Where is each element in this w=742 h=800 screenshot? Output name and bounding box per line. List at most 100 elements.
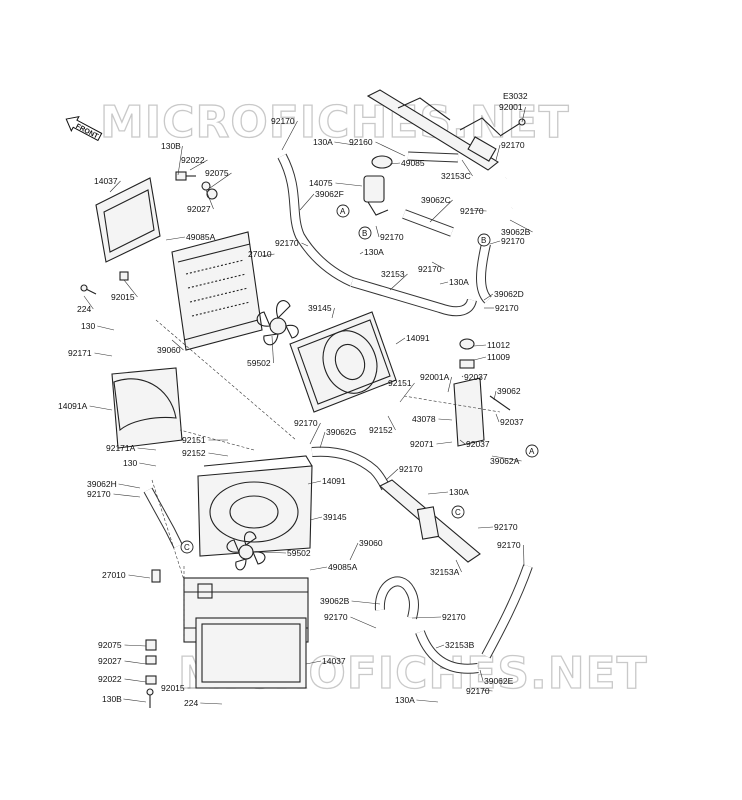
part-number-label: 49085A: [186, 232, 216, 242]
leader-line: [459, 439, 466, 445]
leader-line: [97, 325, 115, 331]
part-number-label: 14091A: [58, 401, 88, 411]
svg-text:A: A: [340, 207, 346, 216]
part-number-label: 32153C: [441, 171, 471, 181]
svg-text:C: C: [455, 508, 461, 517]
part-number-label: 39062E: [484, 676, 514, 686]
front-arrow-icon: FRONT: [65, 116, 103, 142]
part-number-label: 130A: [449, 277, 469, 287]
part-number-label: 32153A: [430, 567, 460, 577]
part-number-label: 92170: [380, 232, 404, 242]
part-number-label: 39062: [497, 386, 521, 396]
leader-line: [177, 145, 183, 176]
leader-line: [200, 702, 223, 705]
leader-line: [495, 413, 500, 423]
mark-a-1: A: [336, 204, 350, 218]
leader-line: [309, 516, 323, 521]
part-number-label: 39145: [323, 512, 347, 522]
part-number-label: 39145: [308, 303, 332, 313]
part-number-label: 92170: [466, 686, 490, 696]
leader-line: [385, 468, 399, 481]
leader-line: [473, 356, 487, 361]
leader-line: [208, 452, 229, 457]
leader-line: [113, 493, 141, 498]
leader-lines: [83, 106, 533, 705]
part-number-label: 39062F: [315, 189, 344, 199]
leader-line: [427, 491, 449, 495]
part-number-label: 92171A: [106, 443, 136, 453]
part-number-label: 92170: [497, 540, 521, 550]
leader-line: [495, 144, 501, 161]
part-number-label: 49085: [401, 158, 425, 168]
leader-line: [334, 141, 355, 146]
fitting-14075: [363, 175, 389, 216]
leader-line: [305, 660, 322, 665]
pipe-32153: [350, 277, 477, 317]
part-number-label: 49085A: [328, 562, 358, 572]
part-number-label: 92152: [369, 425, 393, 435]
leader-line: [259, 551, 287, 554]
part-number-label: 92015: [111, 292, 135, 302]
part-number-label: 130B: [161, 141, 181, 151]
fan-59502-lower: [226, 531, 266, 571]
part-number-label: 92171: [68, 348, 92, 358]
leader-line: [489, 240, 501, 245]
leader-line: [309, 566, 328, 571]
leader-line: [165, 236, 186, 241]
leader-line: [455, 559, 462, 573]
part-number-label: 92160: [349, 137, 373, 147]
leader-line: [209, 172, 232, 189]
part-number-label: 39062B: [501, 227, 531, 237]
leader-line: [483, 293, 494, 301]
leader-line: [431, 261, 445, 270]
part-number-label: 92170: [324, 612, 348, 622]
leader-line: [350, 616, 377, 629]
leader-line: [128, 574, 151, 579]
leader-line: [375, 225, 380, 238]
leader-line: [171, 339, 184, 351]
part-number-label: 11012: [487, 340, 510, 350]
leader-line: [109, 180, 121, 193]
part-number-label: 92027: [187, 204, 211, 214]
shroud-lower: [197, 455, 313, 557]
part-number-label: 92037: [464, 372, 488, 382]
leader-line: [307, 480, 322, 485]
hardware-130b-upper: [175, 171, 218, 200]
leader-line: [509, 219, 533, 233]
leader-line: [281, 120, 298, 151]
part-number-label: 130A: [395, 695, 415, 705]
leader-line: [395, 337, 406, 345]
part-number-label: 92170: [271, 116, 295, 126]
leader-line: [261, 253, 275, 257]
leader-line: [469, 209, 487, 212]
leader-line: [477, 526, 494, 529]
mark-b-2: B: [477, 233, 491, 247]
part-number-label: 92170: [418, 264, 442, 274]
part-number-label: 39062B: [320, 596, 350, 606]
part-number-label: 92022: [181, 155, 205, 165]
reservoir-43078: [453, 338, 511, 447]
part-number-label: 130A: [364, 247, 384, 257]
part-number-label: 92170: [87, 489, 111, 499]
leader-line: [89, 405, 113, 411]
part-number-label: 130: [123, 458, 137, 468]
leader-line: [349, 542, 359, 561]
leader-line: [436, 441, 453, 445]
part-number-label: 92151: [182, 435, 206, 445]
part-number-label: 130: [81, 321, 95, 331]
leader-line: [331, 307, 335, 319]
part-number-label: 14075: [309, 178, 333, 188]
svg-text:C: C: [184, 543, 190, 552]
leader-line: [123, 279, 138, 298]
leader-line: [473, 344, 487, 347]
sensor-27010-lower: [151, 569, 161, 583]
leader-line: [139, 462, 157, 467]
mark-c-1: C: [451, 505, 465, 519]
part-number-label: 92075: [98, 640, 122, 650]
leader-line: [411, 616, 442, 619]
bolt-224-upper: [80, 284, 97, 295]
leader-line: [438, 418, 453, 421]
leader-line: [359, 251, 364, 255]
part-number-label: 32153B: [445, 640, 475, 650]
